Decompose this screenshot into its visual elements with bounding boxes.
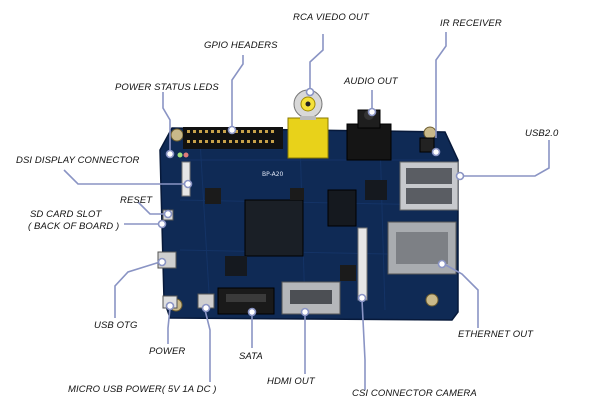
dot-ir [431,147,441,157]
dot-power [165,301,175,311]
leader-ethernet [443,263,479,328]
label-power-status-leds: POWER STATUS LEDS [115,82,219,93]
leader-dots [157,87,465,317]
label-hdmi-out: HDMI OUT [267,376,315,387]
dsi-connector [181,161,191,197]
small-chip [365,180,387,200]
ram-chip [327,189,357,227]
dot-gpio [227,125,237,135]
dot-sd [157,219,167,229]
label-micro-usb-power: MICRO USB POWER( 5V 1A DC ) [68,384,217,395]
sata-connector [217,287,275,315]
small-chip [290,188,304,200]
leader-reset [137,201,165,215]
label-usb2: USB2.0 [525,128,559,139]
label-reset: RESET [120,195,153,206]
dot-dsi [183,179,193,189]
dot-micro-usb [201,303,211,313]
mount-hole [170,128,184,142]
dot-hdmi [300,307,310,317]
dot-rca [305,87,315,97]
label-ethernet-out: ETHERNET OUT [458,329,534,340]
dot-audio [367,107,377,117]
hdmi-port [281,281,341,315]
small-chip [340,265,356,281]
dot-power-leds [165,149,175,159]
label-usb-otg: USB OTG [94,320,138,331]
board-silkscreen-text: BP-A20 [262,171,284,178]
csi-connector [357,227,368,301]
label-sata: SATA [239,351,263,362]
gpio-header [183,127,283,149]
dot-reset [163,209,173,219]
status-led [177,152,183,158]
label-gpio-headers: GPIO HEADERS [204,40,278,51]
leader-rca [309,34,324,90]
usb2-ports [399,161,459,211]
leader-ir [435,32,447,138]
ethernet-port [387,221,457,275]
label-ir-receiver: IR RECEIVER [440,18,502,29]
label-audio-out: AUDIO OUT [344,76,398,87]
dot-sata [247,307,257,317]
small-chip [225,256,247,276]
leader-csi [361,299,366,390]
small-chip [205,188,221,204]
label-sd-card-slot: SD CARD SLOT [30,209,102,220]
status-led [183,152,189,158]
dot-csi [357,293,367,303]
pcb-texture [179,139,441,311]
dot-ethernet [437,259,447,269]
leader-gpio [231,55,244,128]
ir-receiver [419,137,435,153]
dot-usb2 [455,171,465,181]
dot-usb-otg [157,257,167,267]
leader-power-leds [162,92,171,152]
audio-jack [346,109,392,161]
leader-usb2 [462,140,550,177]
leader-dsi [63,169,188,185]
label-sd-card-slot-note: ( BACK OF BOARD ) [28,221,120,232]
leader-usb-otg [114,261,161,318]
label-rca-video-out: RCA VIEDO OUT [293,12,369,23]
rca-video-jack [287,89,329,159]
leader-micro-usb [204,309,211,382]
soc-chip [244,199,304,257]
label-csi-connector-camera: CSI CONNECTOR CAMERA [352,388,477,399]
leader-lines [63,32,550,390]
leader-power [167,307,171,344]
label-dsi-display-connector: DSI DISPLAY CONNECTOR [16,155,140,166]
mount-hole [425,293,439,307]
label-power: POWER [149,346,186,357]
mount-hole [423,126,437,140]
